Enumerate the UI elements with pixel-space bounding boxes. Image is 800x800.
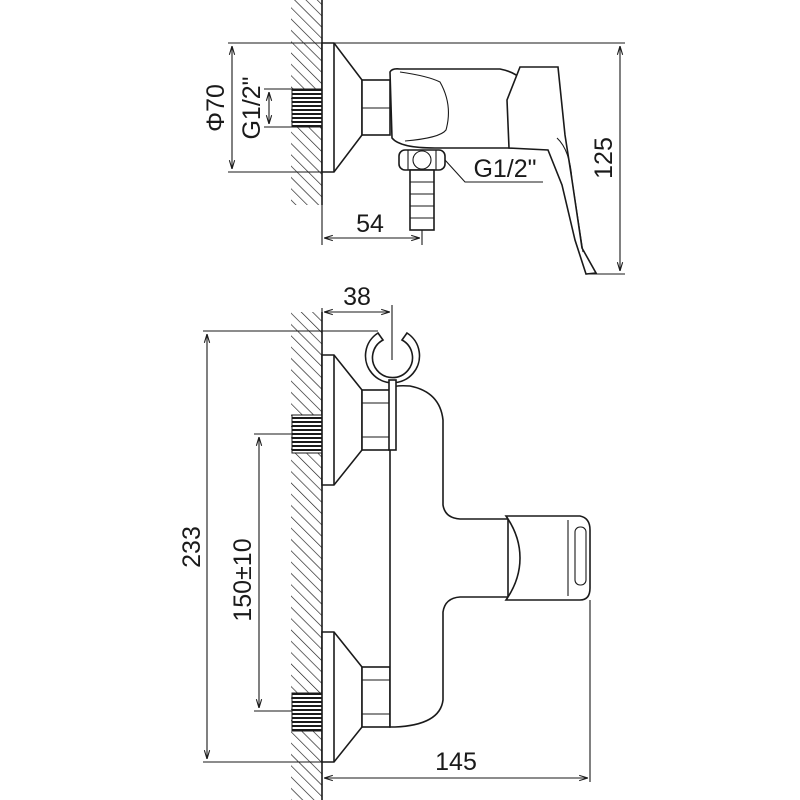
lower-nut	[361, 666, 391, 728]
inlet-spacing-label: 150±10	[229, 538, 257, 621]
lower-inlet-thread	[291, 692, 323, 732]
outlet-offset-label: 54	[356, 210, 384, 238]
hose-tail	[409, 169, 435, 231]
holder-offset-label: 38	[343, 283, 371, 311]
depth-label: 145	[435, 748, 477, 776]
upper-inlet-thread	[291, 414, 323, 454]
outlet-nut	[398, 149, 446, 171]
lever-handle	[504, 515, 591, 601]
shower-holder-ring	[364, 331, 421, 384]
upper-nut	[361, 389, 391, 451]
flange-diameter-label: Φ70	[202, 84, 230, 132]
inlet-thread	[291, 88, 323, 128]
outlet-thread-label: G1/2"	[473, 155, 536, 183]
total-height-label: 233	[178, 526, 206, 568]
height-label: 125	[590, 137, 618, 179]
inlet-thread-label: G1/2"	[238, 76, 266, 139]
front-view: 38 233 150±10 145	[178, 283, 591, 800]
wall-flange	[321, 42, 363, 173]
upper-flange	[321, 354, 363, 486]
side-view: Φ70 G1/2" 54 G1/2" 125	[202, 0, 625, 275]
mixer-body	[389, 384, 509, 728]
mixer-body	[389, 68, 523, 149]
lower-flange	[321, 631, 363, 763]
